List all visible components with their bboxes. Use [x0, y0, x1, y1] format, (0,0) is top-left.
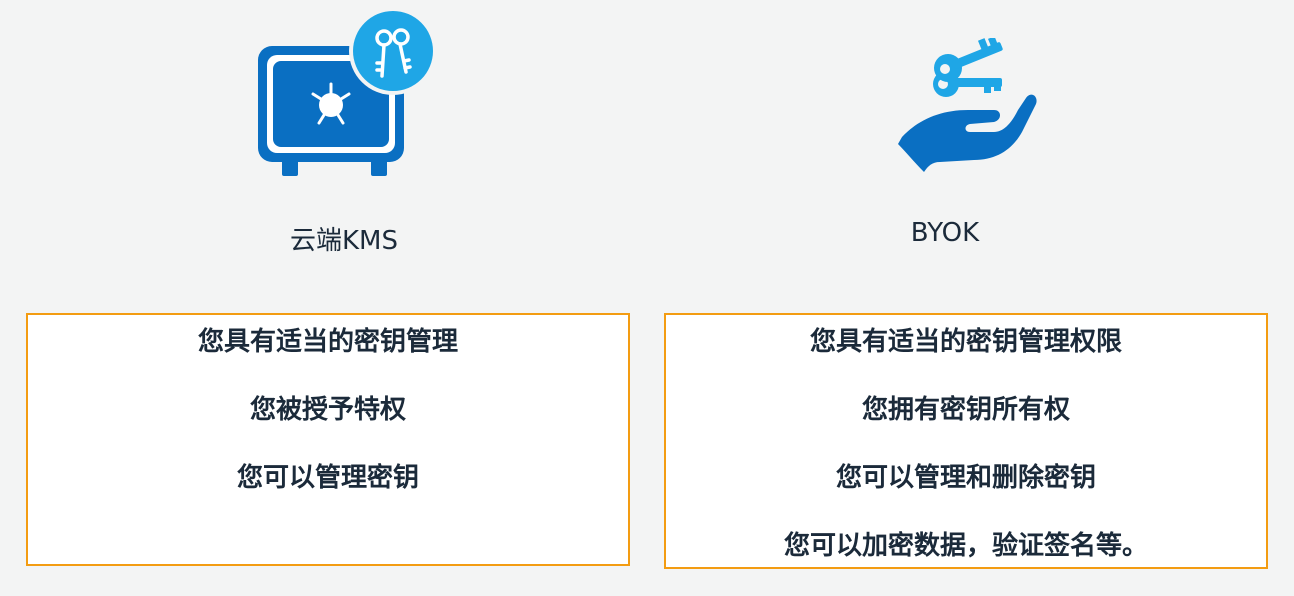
list-item: 您具有适当的密钥管理 [197, 327, 458, 357]
list-item: 您可以加密数据，验证签名等。 [783, 531, 1148, 561]
cloud-kms-panel: 您具有适当的密钥管理 您被授予特权 您可以管理密钥 [26, 313, 630, 566]
hand-holding-keys-icon [890, 38, 1040, 178]
list-item: 您被授予特权 [249, 395, 406, 425]
byok-title: BYOK [910, 218, 980, 248]
list-item: 您可以管理密钥 [236, 463, 419, 493]
cloud-kms-title: 云端KMS [290, 226, 398, 256]
list-item: 您拥有密钥所有权 [861, 395, 1070, 425]
safe-with-keys-icon [250, 8, 440, 188]
byok-panel: 您具有适当的密钥管理权限 您拥有密钥所有权 您可以管理和删除密钥 您可以加密数据… [664, 313, 1268, 569]
list-item: 您可以管理和删除密钥 [835, 463, 1096, 493]
list-item: 您具有适当的密钥管理权限 [809, 327, 1122, 357]
